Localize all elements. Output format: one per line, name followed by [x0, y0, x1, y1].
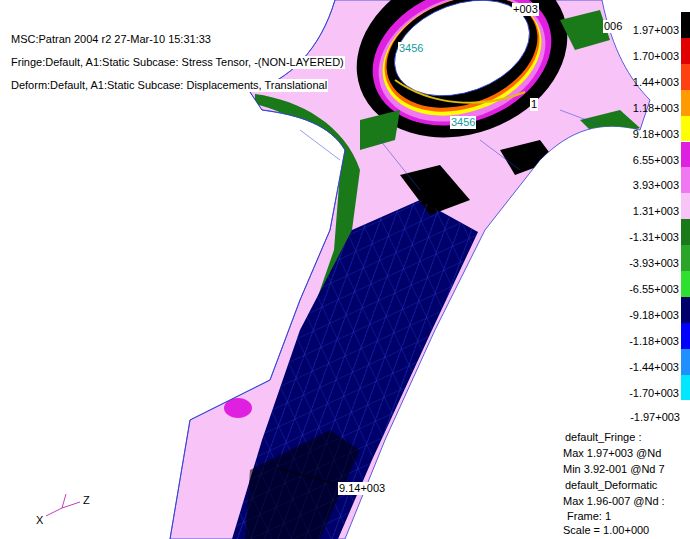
legend-value: 3.93+003	[619, 179, 679, 192]
legend-swatch	[681, 116, 690, 142]
result-info: Scale = 1.00+000	[563, 524, 649, 537]
node-id: 3456	[450, 116, 476, 129]
legend-swatch	[681, 297, 690, 323]
axis-label: X	[36, 514, 43, 527]
legend-swatch	[681, 245, 690, 271]
legend-swatch	[681, 12, 690, 38]
legend-value: 1.97+003	[619, 24, 679, 37]
header-text: MSC:Patran 2004 r2 27-Mar-10 15:31:33	[10, 33, 212, 46]
node-value: 9.14+003	[338, 482, 386, 495]
leader-line	[276, 468, 335, 484]
legend-swatch	[681, 323, 690, 349]
legend-swatch	[681, 142, 690, 168]
legend-value: 1.70+003	[619, 50, 679, 63]
node-value: +003	[512, 3, 539, 16]
legend-swatch	[681, 193, 690, 219]
legend-value: -9.18+003	[619, 309, 679, 322]
axis-label: Z	[83, 494, 90, 507]
legend-value: -1.70+003	[619, 387, 679, 400]
legend-swatch	[681, 90, 690, 116]
node-value: 1	[530, 98, 538, 111]
legend-value: 6.55+003	[619, 154, 679, 167]
legend-value: 1.18+003	[619, 102, 679, 115]
header-text: Fringe:Default, A1:Static Subcase: Stres…	[10, 56, 345, 69]
axis-triad	[46, 494, 80, 516]
result-info: default_Fringe :	[565, 431, 641, 444]
result-info: Max 1.96-007 @Nd :	[563, 495, 665, 508]
node-id: 3456	[398, 42, 424, 55]
legend-value: 9.18+003	[619, 128, 679, 141]
legend-swatch	[681, 219, 690, 245]
legend-value: -1.97+003	[630, 411, 680, 424]
legend-value: -6.55+003	[619, 283, 679, 296]
legend-swatch	[681, 349, 690, 375]
legend-value: -1.18+003	[619, 335, 679, 348]
result-info: Min 3.92-001 @Nd 7	[563, 463, 665, 476]
legend-value: -1.31+003	[619, 231, 679, 244]
legend-value: -1.44+003	[619, 361, 679, 374]
result-info: default_Deformatic	[565, 479, 657, 492]
legend-swatch	[681, 167, 690, 193]
legend-swatch	[681, 271, 690, 297]
node-value: 006	[603, 20, 623, 33]
legend-value: 1.31+003	[619, 205, 679, 218]
legend-value: 1.44+003	[619, 76, 679, 89]
legend-swatch	[681, 38, 690, 64]
legend-value: -3.93+003	[619, 257, 679, 270]
legend-swatch	[681, 375, 690, 401]
result-info: Max 1.97+003 @Nd	[563, 447, 661, 460]
result-info: Frame: 1	[567, 510, 611, 523]
legend-swatch	[681, 64, 690, 90]
header-text: Deform:Default, A1:Static Subcase: Displ…	[10, 79, 328, 92]
